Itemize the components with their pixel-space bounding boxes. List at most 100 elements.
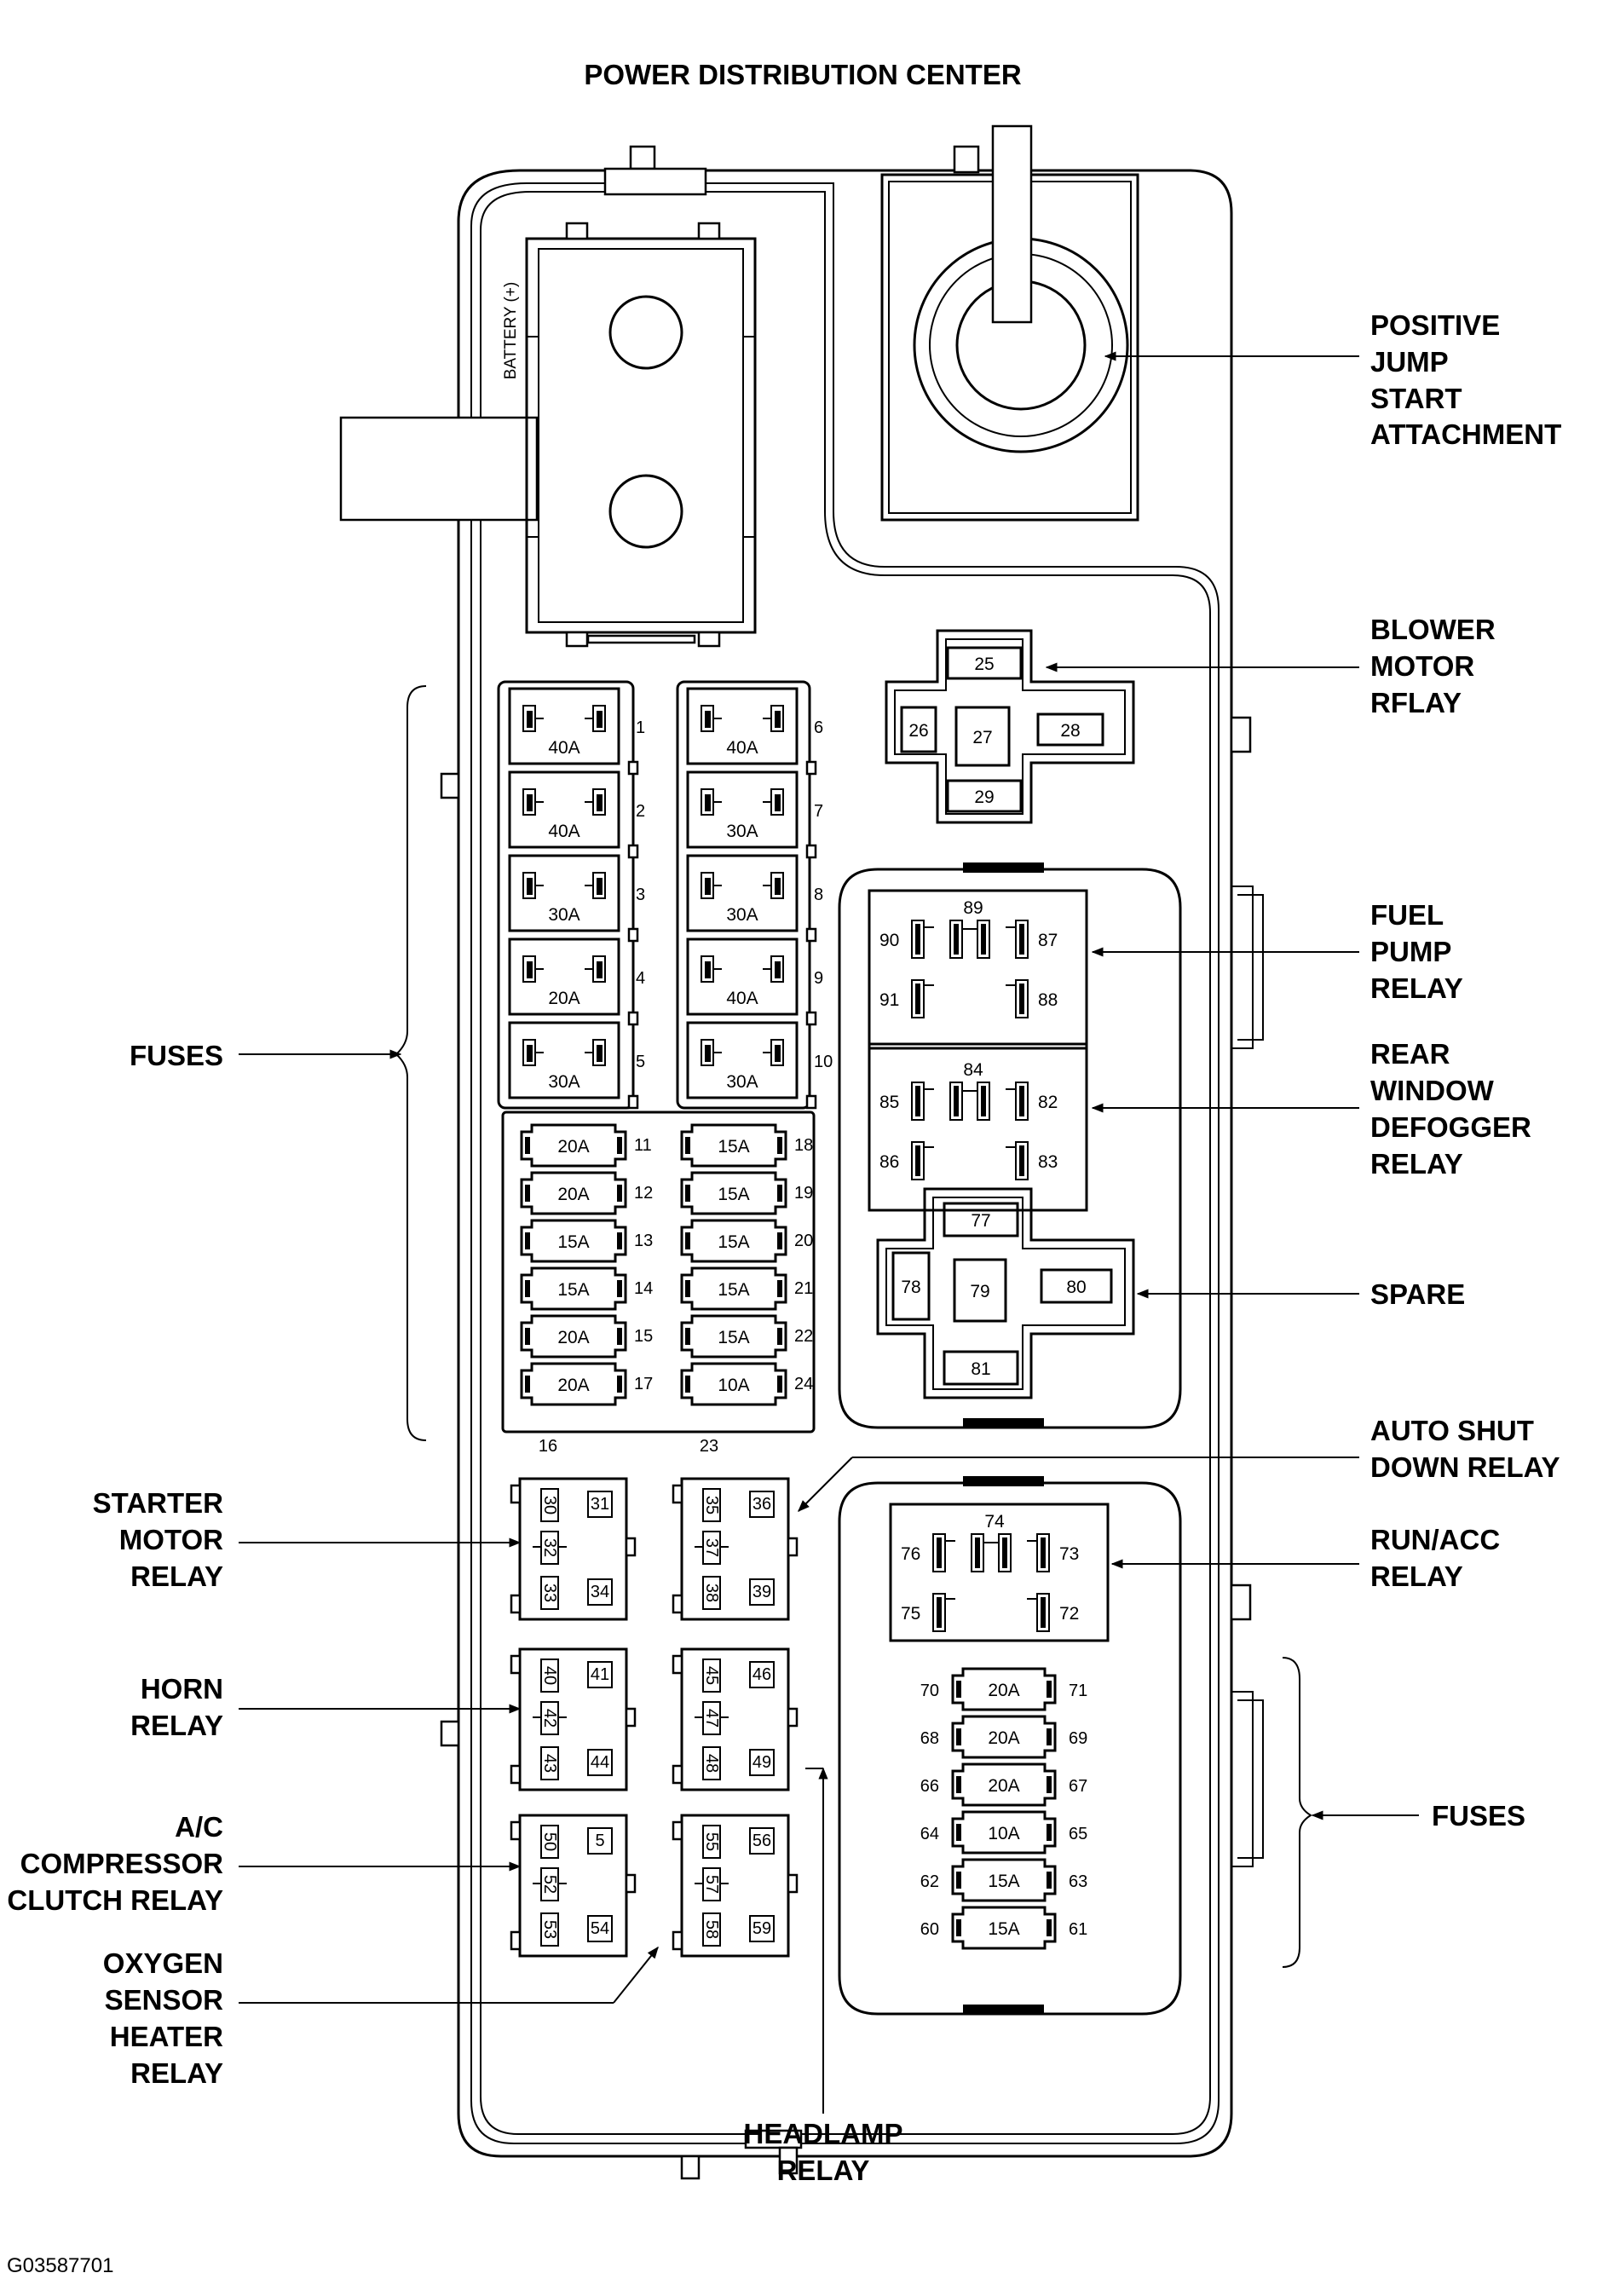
mini-fuse-number: 66 — [920, 1777, 939, 1796]
mini-fuse-amperage: 15A — [557, 1232, 589, 1252]
terminal-number: 39 — [752, 1583, 771, 1601]
mini-fuse-number: 15 — [634, 1327, 653, 1346]
terminal-number: 87 — [1038, 931, 1058, 950]
terminal-number: 42 — [540, 1709, 559, 1728]
battery-label: BATTERY (+) — [502, 282, 520, 380]
maxi-fuse-number: 7 — [814, 802, 823, 821]
terminal-number: 56 — [752, 1832, 771, 1850]
terminal-number: 5 — [595, 1832, 604, 1850]
mini-fuse-amperage: 15A — [988, 1872, 1019, 1891]
mini-fuse-number: 12 — [634, 1184, 653, 1203]
mini-fuse-number: 17 — [634, 1375, 653, 1393]
relay-cavity: 81 — [943, 1350, 1019, 1386]
mini-fuse-number: 11 — [634, 1136, 652, 1155]
mini-fuse-number: 22 — [794, 1327, 813, 1346]
maxi-fuse-number: 4 — [636, 969, 645, 988]
terminal-number: 45 — [702, 1666, 721, 1685]
terminal-number: 37 — [702, 1538, 721, 1557]
terminal-number: 85 — [879, 1093, 899, 1112]
terminal-number: 90 — [879, 931, 899, 950]
diagram-title: POWER DISTRIBUTION CENTER — [584, 59, 1022, 90]
relay-cavity: 78 — [891, 1251, 931, 1321]
terminal-number: 58 — [702, 1920, 721, 1939]
fuses-right-brace — [1282, 1657, 1312, 1968]
terminal-number: 50 — [540, 1832, 559, 1851]
mini-fuse-number: 71 — [1069, 1682, 1087, 1700]
mini-fuse-number: 18 — [794, 1136, 813, 1155]
mini-fuse-number: 14 — [634, 1279, 653, 1298]
label-spare: SPARE — [1370, 1278, 1465, 1310]
terminal-number: 55 — [702, 1832, 721, 1851]
terminal-number: 33 — [540, 1584, 559, 1602]
mini-fuse-amperage: 15A — [988, 1919, 1019, 1939]
relay-cavity: 77 — [943, 1202, 1019, 1237]
terminal-number: 73 — [1059, 1544, 1079, 1564]
terminal-number: 82 — [1038, 1093, 1058, 1112]
relay-cavity: 27 — [954, 706, 1011, 767]
relay-cavity: 29 — [946, 779, 1023, 813]
maxi-fuse-amperage: 30A — [548, 1072, 580, 1092]
terminal-number: 84 — [963, 1060, 983, 1080]
maxi-fuse-amperage: 30A — [726, 822, 758, 841]
terminal-number: 40 — [540, 1666, 559, 1685]
cavity-number: 77 — [971, 1211, 990, 1231]
terminal-number: 47 — [702, 1709, 721, 1728]
maxi-fuse-number: 2 — [636, 802, 645, 821]
mini-fuse-amperage: 15A — [557, 1280, 589, 1300]
battery-stud-lower — [608, 474, 683, 549]
maxi-fuse: 30A 7 — [686, 770, 823, 859]
terminal-number: 32 — [540, 1538, 559, 1557]
maxi-fuse-amperage: 20A — [548, 989, 580, 1008]
terminal-number: 41 — [591, 1665, 609, 1684]
mini-fuse-number: 69 — [1069, 1729, 1087, 1748]
maxi-fuse-panel: 40A140A230A320A430A540A630A730A840A930A1… — [497, 680, 833, 1110]
cavity-number: 80 — [1066, 1278, 1086, 1297]
terminal-number: 36 — [752, 1495, 771, 1514]
mini-fuse: 15A 13 — [520, 1219, 653, 1263]
maxi-fuse-number: 8 — [814, 886, 823, 904]
maxi-fuse-number: 1 — [636, 718, 645, 737]
lower-right-area — [838, 1476, 1182, 2016]
mini-fuse-number: 65 — [1069, 1825, 1087, 1843]
terminal-number: 53 — [540, 1920, 559, 1939]
mini-fuse-number: 13 — [634, 1232, 653, 1250]
maxi-fuse-number: 3 — [636, 886, 645, 904]
terminal-number: 57 — [702, 1875, 721, 1894]
cavity-number: 27 — [972, 728, 992, 747]
terminal-number: 44 — [591, 1753, 609, 1772]
battery-stud-upper — [608, 295, 683, 370]
label-fuses-left: FUSES — [130, 1040, 223, 1071]
mini-fuse-col-label: 23 — [700, 1437, 718, 1456]
maxi-fuse-amperage: 40A — [548, 822, 580, 841]
battery-post-block: BATTERY (+) — [339, 222, 757, 648]
cavity-number: 26 — [908, 721, 928, 741]
cavity-number: 78 — [901, 1278, 920, 1297]
